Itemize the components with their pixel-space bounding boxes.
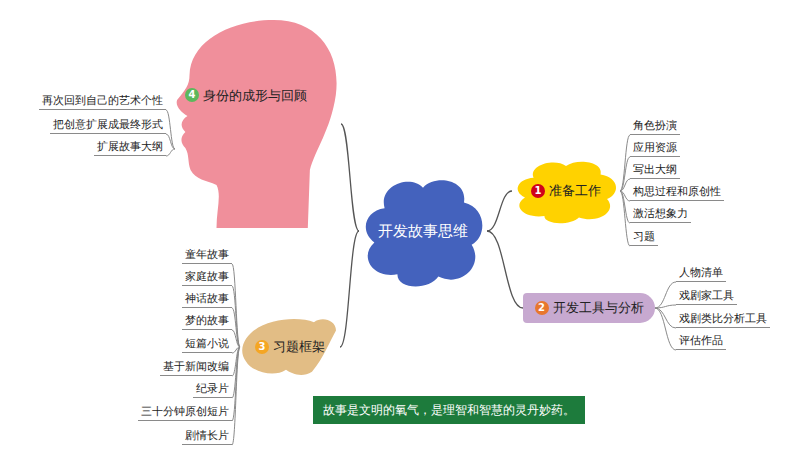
callout-number: 4 — [185, 88, 199, 102]
branch-connector — [655, 282, 676, 308]
branch-connector — [655, 305, 676, 308]
leaf-label: 把创意扩展成最终形式 — [53, 118, 163, 130]
leaf-topic: 神话故事 — [182, 291, 232, 308]
callout-number: 2 — [535, 301, 549, 315]
node-label: 习题框架 — [273, 339, 325, 356]
callout-number: 1 — [531, 184, 545, 198]
branch-connector — [341, 124, 359, 231]
leaf-topic: 剧情长片 — [182, 428, 232, 445]
leaf-topic: 戏剧类比分析工具 — [676, 311, 770, 328]
leaf-topic: 习题 — [630, 229, 658, 246]
branch-connector — [655, 308, 676, 350]
ginkgo-fill — [242, 319, 336, 375]
leaf-label: 基于新闻改编 — [163, 360, 229, 372]
leaf-topic: 人物清单 — [676, 265, 726, 282]
branch-connector — [620, 191, 630, 246]
leaf-label: 短篇小说 — [185, 337, 229, 349]
leaf-label: 应用资源 — [633, 141, 677, 153]
branch-connector — [232, 286, 240, 347]
callout-number: 3 — [255, 340, 269, 354]
leaf-label: 童年故事 — [185, 248, 229, 260]
leaf-topic: 家庭故事 — [182, 269, 232, 286]
quote-box: 故事是文明的氧气，是理智和智慧的灵丹妙药。 — [313, 396, 585, 424]
branch-connector — [232, 308, 240, 347]
leaf-topic: 梦的故事 — [182, 313, 232, 330]
leaf-label: 习题 — [633, 230, 655, 242]
branch-connector — [340, 231, 359, 347]
leaf-label: 角色扮演 — [633, 119, 677, 131]
leaf-topic: 评估作品 — [676, 333, 726, 350]
leaf-label: 梦的故事 — [185, 314, 229, 326]
leaf-label: 戏剧家工具 — [679, 289, 734, 301]
leaf-topic: 应用资源 — [630, 140, 680, 157]
branch-connector — [232, 347, 240, 421]
branch-connector — [166, 110, 175, 149]
branch-connector — [232, 330, 240, 347]
head-fill — [177, 20, 337, 228]
center-fill — [366, 180, 483, 286]
leaf-topic: 童年故事 — [182, 247, 232, 264]
leaf-label: 人物清单 — [679, 266, 723, 278]
leaf-topic: 构思过程和原创性 — [630, 184, 724, 201]
branch-connector — [487, 231, 523, 308]
leaf-label: 三十分钟原创短片 — [141, 405, 229, 417]
head-outline — [175, 20, 341, 228]
leaf-label: 神话故事 — [185, 292, 229, 304]
branch-cloud: 1 准备工作 — [512, 158, 620, 224]
leaf-topic: 扩展故事大纲 — [94, 139, 166, 156]
cloud-fill — [518, 162, 616, 224]
leaf-label: 激活想象力 — [633, 207, 688, 219]
leaf-label: 纪录片 — [196, 382, 229, 394]
branch-connector — [620, 157, 630, 191]
branch-leaf-shape: 3 习题框架 — [240, 316, 340, 378]
branch-connector — [166, 149, 175, 156]
branch-connector — [166, 134, 175, 149]
branch-connector — [487, 191, 512, 231]
leaf-topic: 把创意扩展成最终形式 — [50, 117, 166, 134]
leaf-label: 剧情长片 — [185, 429, 229, 441]
node-label: 开发工具与分析 — [553, 300, 644, 317]
leaf-topic: 三十分钟原创短片 — [138, 404, 232, 421]
branch-connector — [232, 264, 240, 347]
leaf-topic: 纪录片 — [193, 381, 232, 398]
leaf-label: 家庭故事 — [185, 270, 229, 282]
leaf-label: 写出大纲 — [633, 163, 677, 175]
branch-connector — [620, 179, 630, 191]
leaf-label: 戏剧类比分析工具 — [679, 312, 767, 324]
node-label: 身份的成形与回顾 — [203, 88, 307, 105]
leaf-topic: 短篇小说 — [182, 336, 232, 353]
branch-connector — [232, 347, 240, 445]
leaf-topic: 激活想象力 — [630, 206, 691, 223]
head-silhouette: 4 身份的成形与回顾 — [175, 20, 341, 228]
leaf-label: 扩展故事大纲 — [97, 140, 163, 152]
node-label: 故事是文明的氧气，是理智和智慧的灵丹妙药。 — [323, 402, 575, 419]
central-topic: 开发故事思维 — [359, 174, 487, 288]
leaf-topic: 戏剧家工具 — [676, 288, 737, 305]
leaf-topic: 写出大纲 — [630, 162, 680, 179]
leaf-label: 构思过程和原创性 — [633, 185, 721, 197]
leaf-label: 评估作品 — [679, 334, 723, 346]
leaf-label: 再次回到自己的艺术个性 — [42, 94, 163, 106]
branch-connector — [620, 135, 630, 191]
branch-band: 2 开发工具与分析 — [523, 293, 655, 323]
branch-connector — [655, 308, 676, 328]
leaf-topic: 角色扮演 — [630, 118, 680, 135]
node-label: 开发故事思维 — [378, 222, 468, 241]
leaf-topic: 再次回到自己的艺术个性 — [39, 93, 166, 110]
node-label: 准备工作 — [549, 183, 601, 200]
leaf-topic: 基于新闻改编 — [160, 359, 232, 376]
